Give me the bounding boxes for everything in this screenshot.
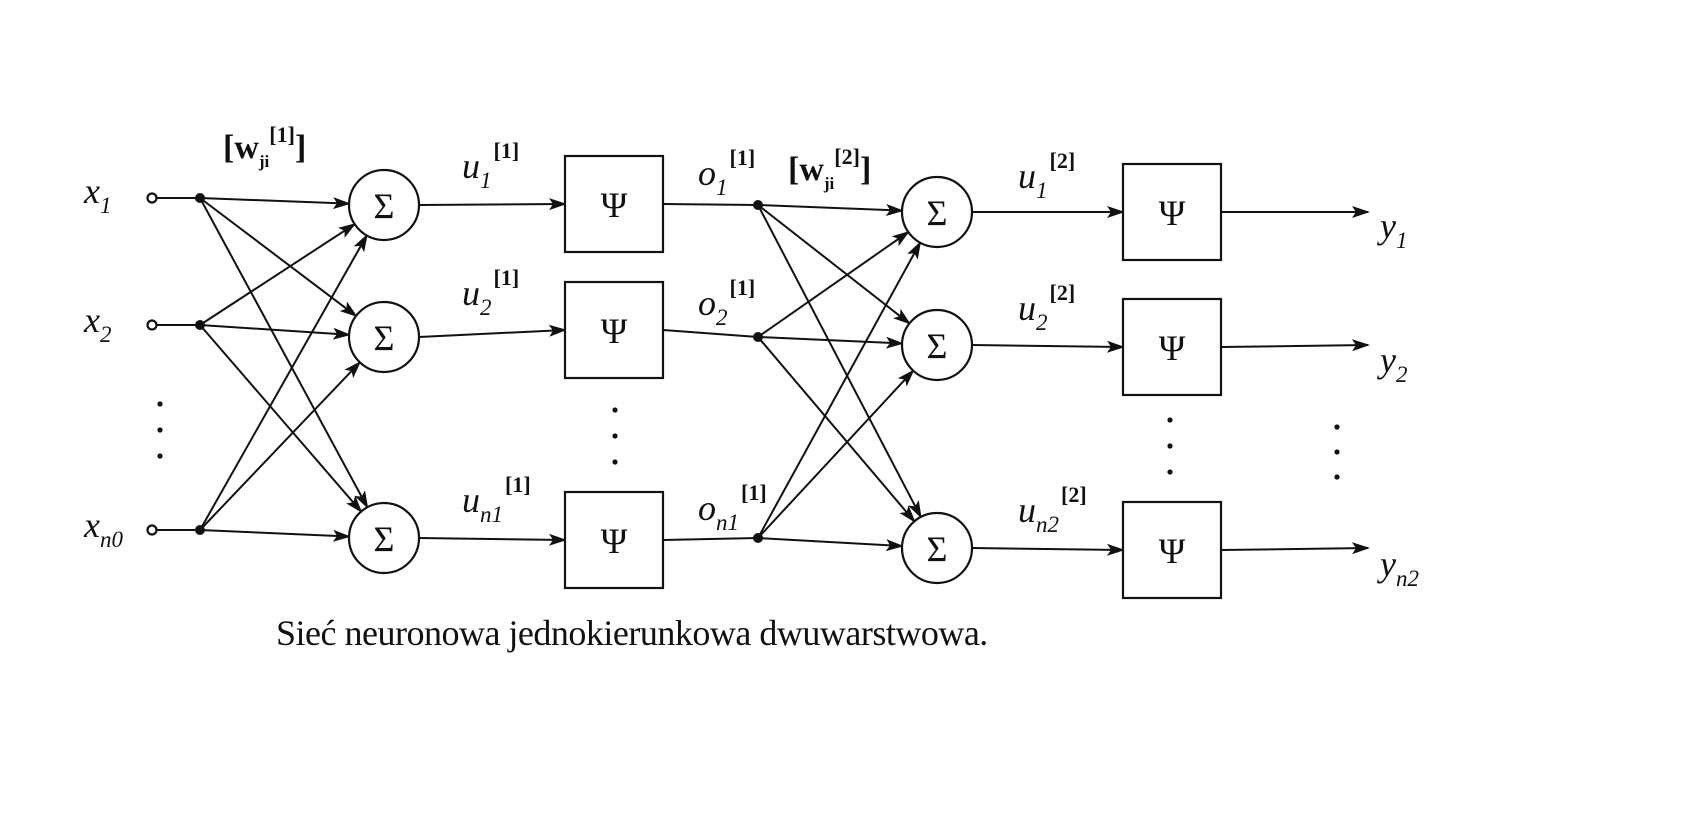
sum-symbol: Σ — [374, 318, 395, 358]
activation-symbol: Ψ — [1159, 328, 1186, 368]
layer1-output-label-2: o2[1] — [698, 275, 755, 330]
ellipsis-dot — [612, 459, 618, 465]
ellipsis-dot — [1334, 474, 1340, 480]
input-terminal — [146, 319, 158, 331]
ellipsis-dot — [1334, 424, 1340, 430]
weight-edge-layer2 — [757, 336, 905, 349]
activation-block — [563, 490, 665, 590]
ellipsis-dot — [612, 433, 618, 439]
sum-symbol: Σ — [927, 326, 948, 366]
junction-dot — [753, 200, 763, 210]
layer1-sum-label-1: u1[1] — [462, 138, 519, 193]
weight-edge-layer2 — [757, 537, 905, 552]
weight-edge-layer1 — [199, 197, 352, 210]
input-label-1: x1 — [83, 171, 111, 218]
weight-edge-layer2 — [757, 336, 916, 523]
activation-output-line — [662, 203, 759, 206]
sum-node — [347, 168, 421, 242]
weight-edge-layer1 — [199, 324, 352, 340]
ellipsis-dot — [157, 401, 163, 407]
weight-edge-layer1 — [199, 197, 369, 509]
weight-matrix-layer1-label: [wji[1]] — [223, 122, 306, 171]
sum-to-activation-edge — [971, 543, 1125, 556]
connections — [156, 197, 1370, 556]
weight-edge-layer1 — [199, 529, 352, 542]
ellipsis-dots — [157, 401, 1340, 480]
activation-block — [1121, 500, 1223, 600]
weight-edge-layer2 — [757, 204, 905, 217]
sum-symbol: Σ — [927, 529, 948, 569]
output-edge — [1220, 339, 1370, 352]
ellipsis-dot — [157, 453, 163, 459]
ellipsis-dot — [157, 427, 163, 433]
sum-node — [900, 511, 974, 585]
sum-node — [347, 501, 421, 575]
weight-edge-layer2 — [757, 204, 912, 325]
activation-block — [1121, 297, 1223, 397]
layer1-sum-label-3: un1[1] — [462, 472, 531, 527]
ellipsis-dot — [612, 407, 618, 413]
weight-edge-layer2 — [757, 369, 915, 539]
weight-edge-layer1 — [199, 197, 358, 318]
activation-output-line — [662, 329, 759, 338]
junction-dot — [753, 332, 763, 342]
nodes: Σ Ψ Σ Ψ Σ Ψ Σ Ψ Σ Ψ Σ Ψ — [146, 154, 1223, 600]
junction-dot — [195, 525, 205, 535]
layer1-output-label-1: o1[1] — [698, 145, 755, 200]
weight-edge-layer1 — [199, 233, 368, 531]
layer2-sum-label-2: u2[2] — [1018, 280, 1075, 335]
output-label-3: yn2 — [1377, 544, 1419, 591]
sum-to-activation-edge — [418, 533, 567, 546]
output-edge — [1220, 542, 1370, 555]
output-label-1: y1 — [1377, 206, 1407, 253]
weight-matrix-layer2-label: [wji[2]] — [788, 144, 871, 193]
sum-symbol: Σ — [374, 186, 395, 226]
sum-node — [347, 300, 421, 374]
labels: x1 x2 xn0 [wji[1]] [wji[2]] u1[1] u2[1] un1[1] o… — [83, 122, 1419, 591]
activation-symbol: Ψ — [1159, 193, 1186, 233]
activation-symbol: Ψ — [1159, 531, 1186, 571]
sum-to-activation-edge — [971, 340, 1125, 353]
activation-symbol: Ψ — [601, 311, 628, 351]
layer1-output-label-3: on1[1] — [698, 480, 767, 535]
junction-dot — [753, 533, 763, 543]
ellipsis-dot — [1167, 469, 1173, 475]
activation-block — [563, 154, 665, 254]
activation-block — [563, 280, 665, 380]
sum-node — [900, 308, 974, 382]
input-label-2: x2 — [83, 300, 111, 347]
input-label-3: xn0 — [83, 505, 123, 552]
junction-dot — [195, 320, 205, 330]
sum-to-activation-edge — [418, 324, 567, 338]
sum-to-activation-edge — [418, 198, 567, 211]
layer2-sum-label-3: un2[2] — [1018, 482, 1087, 537]
layer2-sum-label-1: u1[2] — [1018, 148, 1075, 203]
activation-symbol: Ψ — [601, 521, 628, 561]
weight-edge-layer1 — [199, 324, 363, 514]
sum-node — [900, 175, 974, 249]
input-terminal — [146, 192, 158, 204]
sum-symbol: Σ — [927, 193, 948, 233]
activation-block — [1121, 162, 1223, 262]
weight-edge-layer2 — [757, 204, 922, 519]
output-label-2: y2 — [1377, 340, 1407, 387]
ellipsis-dot — [1167, 417, 1173, 423]
junction-dot — [195, 193, 205, 203]
weight-edge-layer2 — [757, 230, 910, 338]
ellipsis-dot — [1334, 449, 1340, 455]
weight-edge-layer1 — [199, 223, 357, 326]
ellipsis-dot — [1167, 443, 1173, 449]
input-terminal — [146, 524, 158, 536]
figure-caption: Sieć neuronowa jednokierunkowa dwuwarstw… — [276, 613, 988, 653]
sum-symbol: Σ — [374, 519, 395, 559]
weight-edge-layer2 — [757, 240, 922, 539]
activation-symbol: Ψ — [601, 185, 628, 225]
activation-output-line — [662, 537, 759, 541]
layer1-sum-label-2: u2[1] — [462, 265, 519, 320]
weight-edge-layer1 — [199, 360, 362, 531]
